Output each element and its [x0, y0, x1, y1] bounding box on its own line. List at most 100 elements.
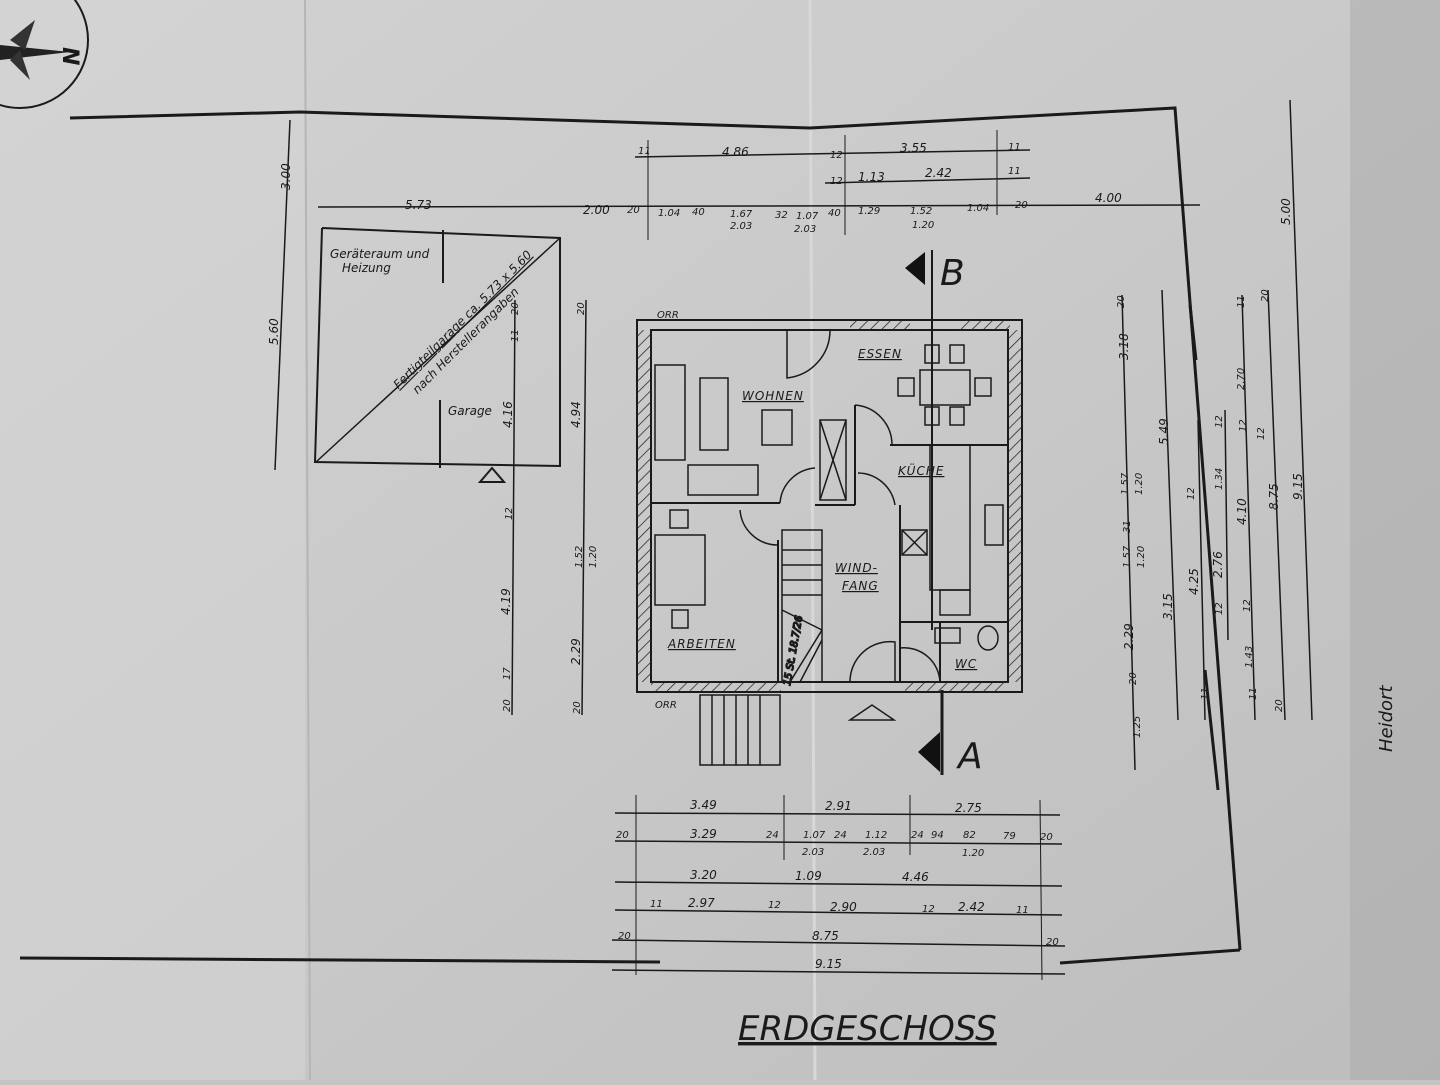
dimension-label: 1.52 [574, 546, 585, 568]
dimension-label: 3.00 [279, 163, 293, 190]
fold-line [304, 0, 311, 1081]
dimension-label: 11 [1236, 295, 1247, 308]
dimension-label: 1.20 [912, 220, 934, 231]
dimension-label: 5.49 [1157, 418, 1171, 445]
dimension-label: 20 [1274, 699, 1285, 712]
dimension-label: 12 [922, 904, 935, 915]
dimension-label: 20 [1046, 937, 1059, 948]
room-label-geraeteraum: Geräteraum und [330, 247, 430, 261]
dimension-label: 94 [931, 830, 944, 841]
dimension-label: 12 [504, 507, 515, 520]
dimension-label: 31 [1122, 520, 1133, 533]
dimension-label: 4.25 [1187, 568, 1201, 595]
drawing-title: ERDGESCHOSS [738, 1009, 997, 1049]
room-label-windfang: WIND- [835, 561, 878, 575]
room-label-arbeiten: ARBEITEN [667, 637, 736, 651]
dimension-label: 4.19 [499, 588, 513, 615]
dimension-label: 20 [616, 830, 629, 841]
section-marker-b: B [940, 253, 965, 294]
property-boundary [1059, 948, 1241, 965]
section-line-b: B [905, 250, 965, 630]
dimension-label: 2.03 [802, 847, 824, 858]
dimension-label: 4.94 [569, 401, 583, 428]
dimension-label: 20 [627, 205, 640, 216]
boundary-marker [1203, 669, 1220, 791]
dimension-label: 12 [1186, 487, 1197, 500]
dimension-label: 2.42 [958, 900, 985, 914]
dimension-label: 1.67 [730, 209, 753, 220]
dimension-label: 20 [1260, 289, 1271, 302]
dimension-label: 1.20 [588, 546, 599, 568]
dimension-label: 2.03 [794, 224, 816, 235]
dimension-label: 4.00 [1095, 191, 1122, 205]
dimension-label: 24 [766, 830, 779, 841]
property-boundary [19, 956, 661, 964]
dimension-label: 8.75 [812, 929, 839, 943]
dimension-label: 2.29 [1122, 623, 1136, 650]
dimension-label: 20 [1128, 672, 1139, 685]
dimension-label: 8.75 [1267, 483, 1281, 510]
dimension-label: 20 [1015, 200, 1028, 211]
dimension-label: 3.18 [1117, 333, 1131, 360]
dimension-label: 1.12 [865, 830, 887, 841]
chimney-label: ORR [655, 700, 677, 711]
dimension-label: 1.04 [967, 203, 989, 214]
dimension-label: 12 [1214, 415, 1225, 428]
dimension-label: 12 [1214, 602, 1225, 615]
dimension-label: 12 [830, 176, 843, 187]
section-line-a: A [918, 690, 983, 777]
dimension-label: 40 [828, 208, 841, 219]
dimension-label: 4.16 [501, 401, 515, 428]
dimension-label: 11 [510, 329, 521, 342]
dimension-label: 20 [510, 302, 521, 315]
dimension-label: 24 [911, 830, 924, 841]
dimension-label: 1.04 [658, 208, 680, 219]
dimension-label: 3.55 [900, 141, 927, 155]
dimension-label: 2.03 [730, 221, 752, 232]
dimension-label: 1.20 [962, 848, 984, 859]
dimension-label: 2.76 [1211, 551, 1225, 578]
right-dimensions: 20 3.18 1.57 1.20 31 1.57 1.20 2.29 20 1… [1116, 99, 1313, 771]
dimension-label: 20 [618, 931, 631, 942]
dimension-label: 11 [650, 899, 663, 910]
paper-edge-shadow [1350, 0, 1440, 1080]
dimension-label: 1.57 [1122, 545, 1133, 568]
top-dimensions: 11 4.86 12 3.55 11 12 1.13 2.42 11 5.73 … [317, 130, 1201, 240]
dimension-label: 1.07 [803, 830, 826, 841]
dimension-label: 2.00 [583, 203, 610, 217]
property-boundary [69, 106, 1242, 951]
dimension-label: 1.20 [1134, 473, 1145, 495]
paper-fold-panel [0, 0, 305, 1080]
compass-rose-icon: N [0, 0, 89, 109]
dimension-label: 1.20 [1136, 546, 1147, 568]
dimension-label: 20 [502, 699, 513, 712]
bottom-dimensions: 3.49 2.91 2.75 20 3.29 24 1.07 2.03 24 1… [611, 795, 1066, 981]
dimension-label: 2.90 [830, 900, 857, 914]
dimension-label: 82 [963, 830, 976, 841]
chimney-label: ORR [657, 310, 679, 321]
dimension-label: 4.10 [1235, 498, 1249, 525]
dimension-label: 12 [1242, 599, 1253, 612]
dimension-label: 40 [692, 207, 705, 218]
furniture [654, 344, 1004, 651]
dimension-label: 11 [1008, 166, 1021, 177]
dimension-label: 4.46 [902, 870, 929, 884]
doors [739, 329, 941, 683]
interior-walls [651, 405, 1008, 682]
room-label-wohnen: WOHNEN [742, 389, 804, 403]
dimension-label: 1.09 [795, 869, 822, 883]
dimension-label: 3.29 [690, 827, 717, 841]
dimension-label: 5.73 [405, 198, 432, 212]
room-label-heizung: Heizung [342, 261, 391, 275]
dimension-label: 20 [1116, 295, 1127, 308]
dimension-label: 79 [1003, 831, 1016, 842]
room-label-windfang: FANG [842, 579, 879, 593]
neighbor-label: Heidort [1376, 685, 1397, 752]
dimension-label: 2.29 [569, 638, 583, 665]
dimension-label: 2.91 [825, 799, 852, 813]
dimension-label: 32 [775, 210, 788, 221]
dimension-label: 1.25 [1132, 716, 1143, 738]
dimension-label: 12 [1238, 419, 1249, 432]
